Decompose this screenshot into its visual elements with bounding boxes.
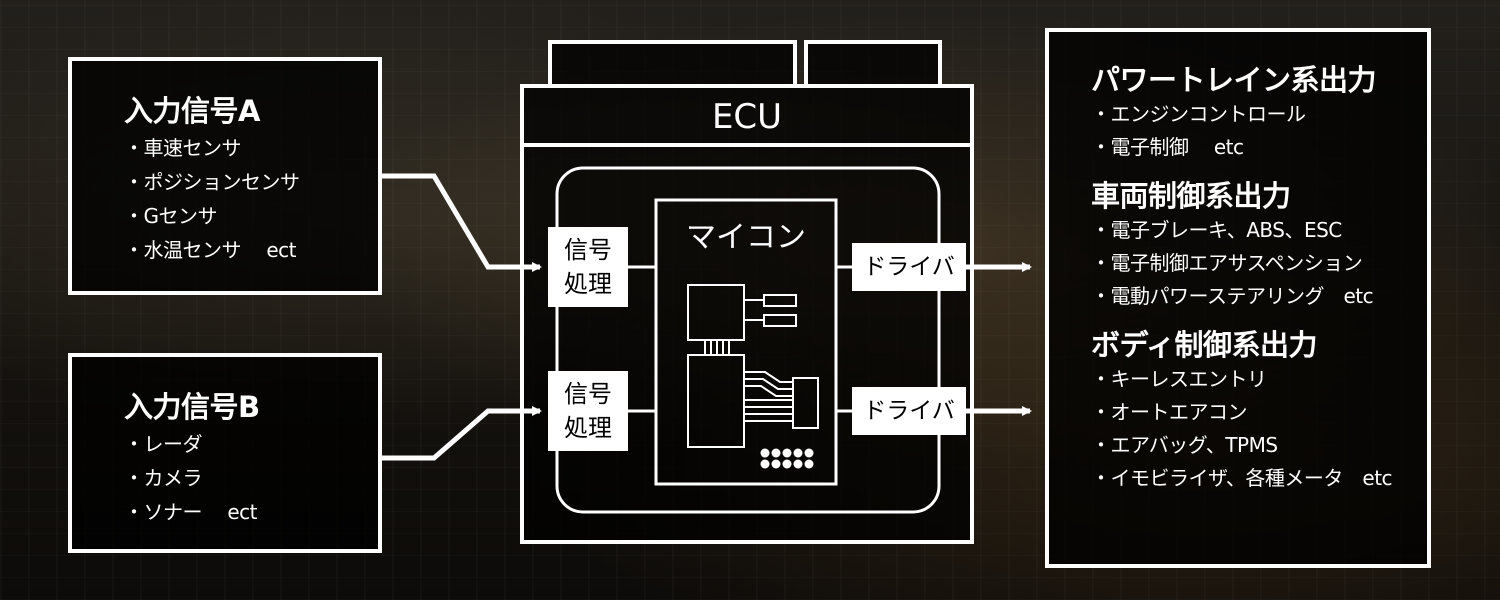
input-signal-a-title: 入力信号A bbox=[124, 94, 260, 128]
input-a-item: ・ポジションセンサ bbox=[124, 170, 300, 194]
input-b-arrow bbox=[382, 406, 542, 461]
output-section-body-control: ボディ制御系出力 ・キーレスエントリ ・オートエアコン ・エアバッグ、TPMS … bbox=[1091, 327, 1427, 495]
input-a-item: ・水温センサ ect bbox=[124, 238, 297, 262]
input-b-item: ・ソナー ect bbox=[124, 500, 258, 524]
output-item: ・電動パワーステアリング etc bbox=[1091, 284, 1374, 308]
signal-processing-label: 信号 bbox=[564, 236, 612, 264]
chip-trace bbox=[744, 378, 793, 390]
chip-trace bbox=[744, 371, 793, 383]
output-item: ・電子制御 etc bbox=[1091, 135, 1244, 159]
chip-trace bbox=[744, 385, 793, 397]
output-item: ・キーレスエントリ bbox=[1091, 367, 1267, 391]
output-item: ・イモビライザ、各種メータ etc bbox=[1091, 466, 1393, 490]
input-b-item: ・カメラ bbox=[124, 466, 203, 490]
output-item: ・電子制御エアサスペンション bbox=[1091, 251, 1363, 275]
microcomputer-box bbox=[654, 198, 838, 486]
output-item: ・エンジンコントロール bbox=[1091, 102, 1306, 126]
output-section-powertrain: パワートレイン系出力 ・エンジンコントロール ・電子制御 etc bbox=[1091, 62, 1427, 164]
input-b-item: ・レーダ bbox=[124, 432, 203, 456]
input-signal-b-title: 入力信号B bbox=[124, 390, 260, 424]
ecu-inner-board bbox=[555, 166, 941, 514]
ecu-outer-box bbox=[520, 84, 974, 544]
ecu-connector-left bbox=[548, 40, 797, 88]
driver-box-lower: ドライバ bbox=[852, 387, 966, 435]
signal-processing-label: 信号 bbox=[564, 380, 612, 408]
chip-dot-array-icon bbox=[760, 448, 814, 469]
ecu-connector-right bbox=[804, 40, 942, 88]
input-a-item: ・車速センサ bbox=[124, 136, 242, 160]
signal-processing-label: 処理 bbox=[564, 270, 612, 298]
output-item: ・電子ブレーキ、ABS、ESC bbox=[1091, 218, 1342, 242]
signal-processing-label: 処理 bbox=[564, 414, 612, 442]
input-a-item: ・Gセンサ bbox=[124, 204, 218, 228]
input-signal-b-box: 入力信号B ・レーダ ・カメラ ・ソナー ect bbox=[68, 353, 382, 553]
signal-processing-box-upper: 信号 処理 bbox=[548, 227, 628, 307]
ecu-title: ECU bbox=[711, 97, 783, 137]
driver-box-upper: ドライバ bbox=[852, 243, 966, 291]
output-section-vehicle-control: 車両制御系出力 ・電子ブレーキ、ABS、ESC ・電子制御エアサスペンション ・… bbox=[1091, 178, 1427, 313]
output-section-title: 車両制御系出力 bbox=[1091, 179, 1291, 213]
signal-processing-box-lower: 信号 処理 bbox=[548, 371, 628, 451]
chip-memory-block bbox=[792, 377, 819, 429]
output-item: ・エアバッグ、TPMS bbox=[1091, 433, 1278, 457]
microcomputer-title: マイコン bbox=[686, 220, 806, 255]
input-a-arrow bbox=[382, 173, 542, 272]
output-section-title: パワートレイン系出力 bbox=[1091, 63, 1377, 97]
output-box: パワートレイン系出力 ・エンジンコントロール ・電子制御 etc 車両制御系出力… bbox=[1045, 28, 1431, 568]
output-section-title: ボディ制御系出力 bbox=[1091, 328, 1317, 362]
output-item: ・オートエアコン bbox=[1091, 400, 1248, 424]
input-signal-a-box: 入力信号A ・車速センサ ・ポジションセンサ ・Gセンサ ・水温センサ ect bbox=[68, 57, 382, 295]
